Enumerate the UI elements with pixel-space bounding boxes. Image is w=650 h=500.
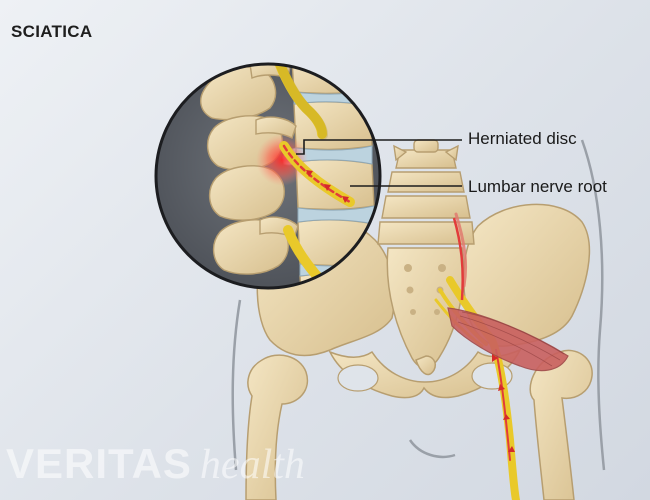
radiating-pain-line bbox=[452, 217, 464, 301]
label-lumbar-nerve-root: Lumbar nerve root bbox=[468, 177, 607, 196]
label-herniated-disc: Herniated disc bbox=[468, 129, 577, 148]
pain-arrows bbox=[492, 354, 515, 452]
body-outline bbox=[231, 139, 606, 471]
leader-lines bbox=[296, 139, 462, 187]
watermark-brand: VERITAS bbox=[6, 440, 192, 487]
watermark-sub: health bbox=[199, 442, 305, 488]
leader-herniated-disc bbox=[296, 139, 462, 155]
inflammation-glow bbox=[256, 134, 308, 186]
muscle-fibers bbox=[457, 311, 565, 367]
sacral-foramina bbox=[404, 264, 446, 315]
diagram-title: SCIATICA bbox=[11, 22, 93, 41]
lumbar-spine bbox=[377, 139, 475, 245]
